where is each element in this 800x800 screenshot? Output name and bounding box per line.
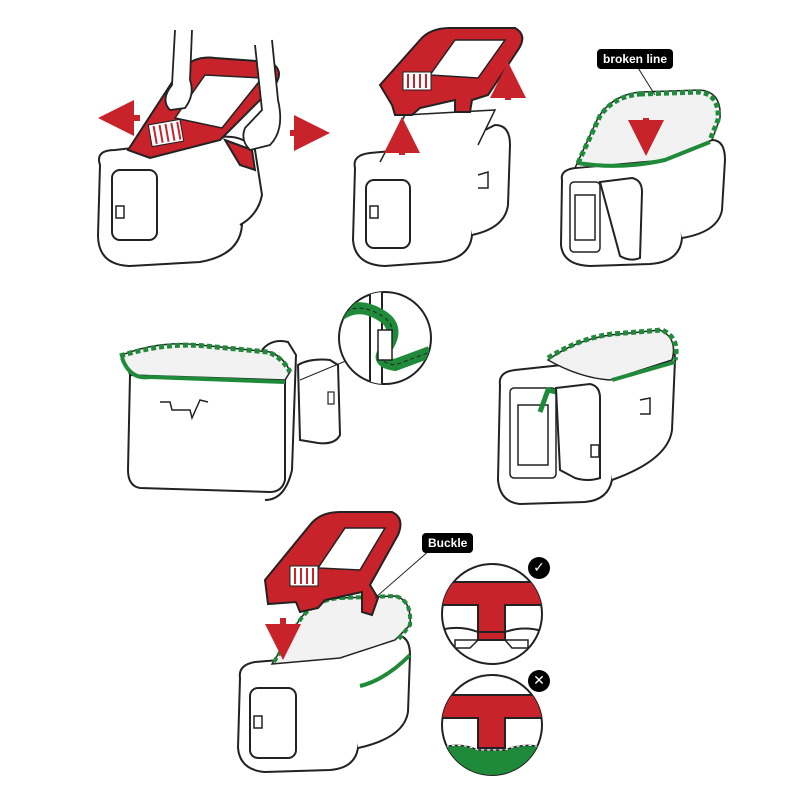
cross-icon: ✕ <box>528 670 550 692</box>
liner-green-band <box>339 593 413 642</box>
buckle-label: Buckle <box>422 533 474 553</box>
bag-handle-slot <box>160 399 209 421</box>
bag-door-open <box>598 176 644 261</box>
bag-handle-slot <box>639 397 651 415</box>
liner-green-band <box>120 357 286 384</box>
filter-grid <box>402 71 432 91</box>
frame-side-tab <box>222 138 257 172</box>
bag-handle-slot <box>477 170 489 189</box>
door-latch <box>115 205 125 219</box>
left-hand <box>164 29 193 111</box>
filter-grid <box>289 565 319 587</box>
door-latch <box>327 391 335 405</box>
bag-side-frame <box>261 340 298 501</box>
bag-side <box>454 123 512 236</box>
step-6-reattach-frame <box>236 511 543 776</box>
liner-green-band <box>575 91 641 165</box>
liner-green-band <box>546 327 679 361</box>
bag-door <box>111 169 158 241</box>
liner-green-band <box>639 89 721 141</box>
bag-door <box>365 179 411 249</box>
door-latch <box>590 444 600 458</box>
bag-side <box>664 138 727 239</box>
inner-filter <box>574 194 596 241</box>
door-latch <box>253 715 263 729</box>
bag-door-open <box>296 358 342 445</box>
door-latch <box>369 205 379 219</box>
green-strap <box>537 387 557 413</box>
right-hand <box>242 39 282 151</box>
liner-green-band <box>119 342 293 374</box>
check-icon: ✓ <box>528 557 550 579</box>
bag-body <box>126 373 286 494</box>
zoom-leader-line <box>299 359 349 381</box>
bag-door-open <box>554 382 601 481</box>
frame-opening <box>428 39 507 79</box>
liner-green-band <box>611 360 676 382</box>
step-4-attach-liner-band <box>119 291 432 501</box>
inner-filter <box>517 404 549 466</box>
bag-door <box>249 687 297 759</box>
step-2-lift-frame <box>351 27 526 268</box>
step-3-liner-broken-line <box>559 62 727 268</box>
callout-leader-line <box>374 549 431 599</box>
step-1-remove-frame <box>96 29 330 268</box>
broken-line-label: broken line <box>597 49 674 69</box>
liner-green-band <box>359 653 412 688</box>
step-5-liner-in-bag <box>496 327 679 506</box>
frame-opening <box>316 527 387 571</box>
liner-green-band <box>577 140 711 168</box>
